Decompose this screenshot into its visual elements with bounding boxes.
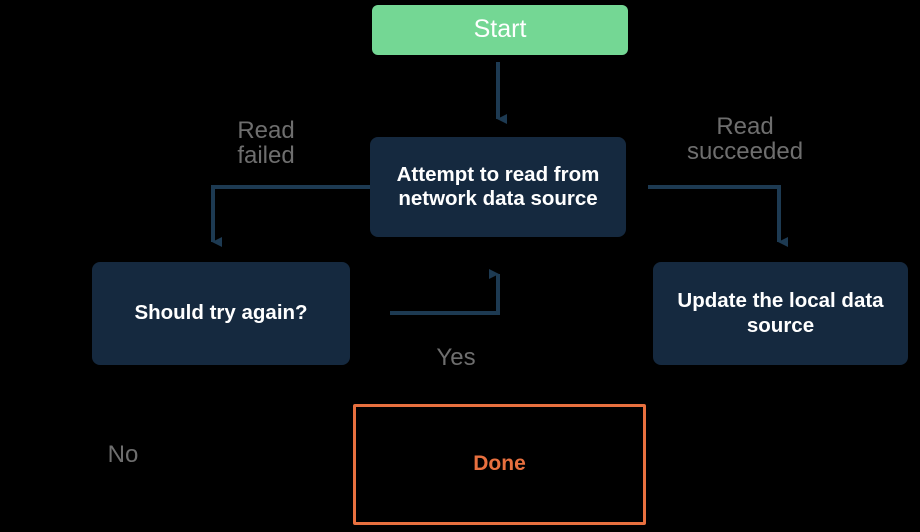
node-update-local-source[interactable]: Update the local data source xyxy=(653,262,908,365)
node-done[interactable]: Done xyxy=(353,404,646,525)
node-start[interactable]: Start xyxy=(372,5,628,55)
edge-attempt-to-retry xyxy=(211,185,370,247)
edge-attempt-to-update xyxy=(648,185,788,247)
node-attempt-read[interactable]: Attempt to read from network data source xyxy=(370,137,626,237)
node-start-label: Start xyxy=(473,15,527,44)
edge-label-yes: Yes xyxy=(436,344,476,371)
edge-label-read-succeeded: Read succeeded xyxy=(686,113,804,166)
edge-label-read-failed: Read failed xyxy=(237,117,295,170)
node-update-local-source-label: Update the local data source xyxy=(677,289,884,337)
node-attempt-read-label: Attempt to read from network data source xyxy=(396,162,600,210)
node-should-try-again-label: Should try again? xyxy=(134,301,308,325)
edge-label-no: No xyxy=(107,441,139,468)
edge-retry-yes-to-attempt xyxy=(390,269,500,315)
node-should-try-again[interactable]: Should try again? xyxy=(92,262,350,365)
node-done-label: Done xyxy=(473,452,526,476)
